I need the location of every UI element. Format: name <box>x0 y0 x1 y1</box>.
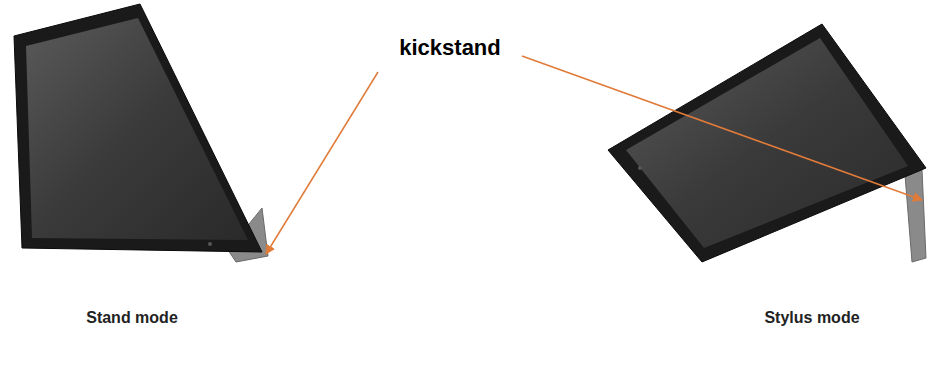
part-name: kickstand <box>399 35 501 61</box>
stand-mode-tablet <box>14 4 268 262</box>
mode-caption: Stylus mode <box>764 309 859 327</box>
leader-line <box>266 72 378 254</box>
mode-caption: Stand mode <box>86 309 178 327</box>
stylus-mode-tablet <box>608 24 926 262</box>
leader-line <box>522 56 922 200</box>
